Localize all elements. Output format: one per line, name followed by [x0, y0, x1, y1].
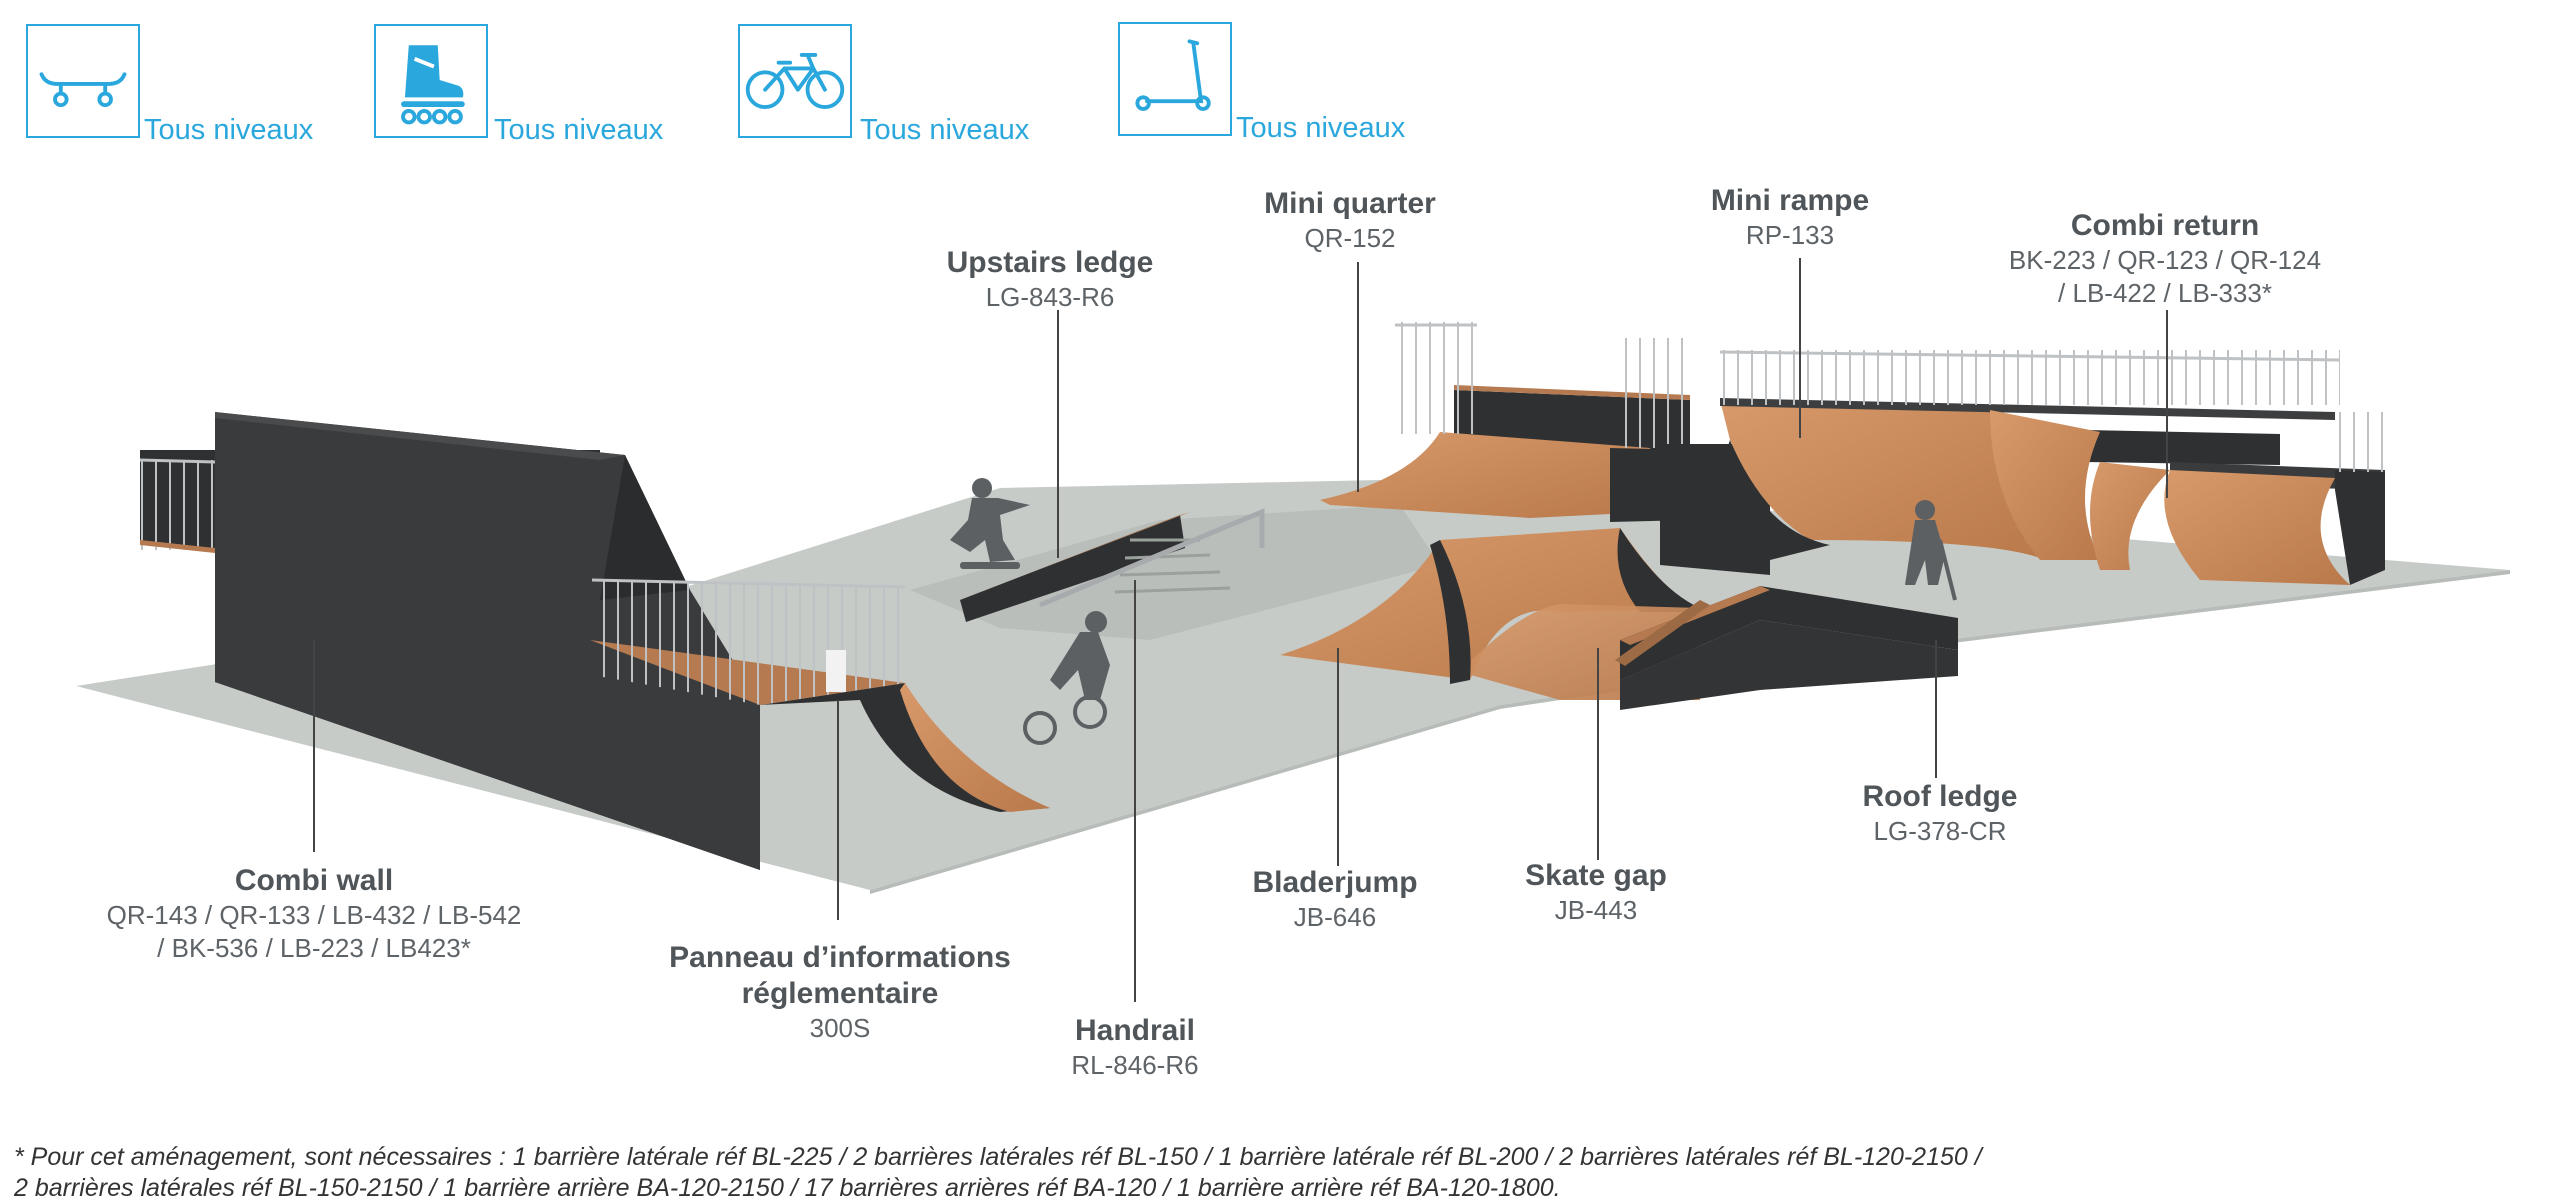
rider-silhouettes [950, 478, 1957, 745]
callout-ref: 300S [809, 1013, 871, 1043]
combi-wall-module [139, 412, 1050, 870]
callout-ref: JB-443 [1554, 895, 1638, 925]
callout-name: Combi wall [234, 864, 394, 897]
level-label: Tous niveaux [860, 114, 1030, 146]
footnote: * Pour cet aménagement, sont nécessaires… [14, 1142, 2394, 1204]
callout-roof-ledge: Roof ledge LG-378-CR [1790, 779, 2090, 848]
level-label: Tous niveaux [1236, 112, 1406, 144]
roof-ledge-module [1615, 586, 1958, 710]
callout-name: Upstairs ledge [946, 246, 1154, 279]
callout-combi-wall: Combi wall QR-143 / QR-133 / LB-432 / LB… [54, 863, 574, 965]
callout-ref: LG-843-R6 [985, 282, 1115, 312]
callout-name: Mini quarter [1264, 187, 1436, 220]
bmx-bike-icon [738, 24, 852, 138]
callout-skate-gap: Skate gap JB-443 [1446, 858, 1746, 927]
callout-name: Combi return [2070, 209, 2260, 242]
mini-rampe-module [1620, 338, 2395, 585]
callout-upstairs-ledge: Upstairs ledge LG-843-R6 [900, 245, 1200, 314]
skateboard-icon [26, 24, 140, 138]
callout-ref: RP-133 [1745, 220, 1835, 250]
footnote-line: * Pour cet aménagement, sont nécessaires… [14, 1143, 1982, 1171]
callout-mini-rampe: Mini rampe RP-133 [1640, 183, 1940, 252]
callout-ref: / BK-536 / LB-223 / LB423* [157, 933, 471, 963]
callout-combi-return: Combi return BK-223 / QR-123 / QR-124 / … [1945, 208, 2385, 310]
callout-bladerjump: Bladerjump JB-646 [1185, 865, 1485, 934]
callout-ref: BK-223 / QR-123 / QR-124 [2008, 245, 2322, 275]
callout-name: Bladerjump [1252, 866, 1418, 899]
callout-name: Mini rampe [1710, 184, 1870, 217]
callout-handrail: Handrail RL-846-R6 [985, 1013, 1285, 1082]
level-label: Tous niveaux [144, 114, 314, 146]
callout-leader-lines [313, 258, 2168, 1002]
callout-name: Roof ledge [1862, 780, 2018, 813]
roller-skate-icon [374, 24, 488, 138]
callout-name: Handrail [1074, 1014, 1196, 1047]
callout-name: Panneau d’informations [669, 941, 1011, 974]
scooter-icon [1118, 22, 1232, 136]
callout-panneau: Panneau d’informations réglementaire 300… [610, 940, 1070, 1045]
callout-ref: / LB-422 / LB-333* [2058, 278, 2272, 308]
stairs-and-ledge [910, 505, 1440, 640]
footnote-line: 2 barrières latérales réf BL-150-2150 / … [14, 1174, 1561, 1202]
callout-ref: QR-152 [1304, 223, 1396, 253]
callout-ref: JB-646 [1293, 902, 1377, 932]
callout-name: réglementaire [741, 977, 939, 1010]
callout-ref: QR-143 / QR-133 / LB-432 / LB-542 [106, 900, 522, 930]
callout-ref: LG-378-CR [1873, 816, 2007, 846]
callout-ref: RL-846-R6 [1071, 1050, 1199, 1080]
callout-name: Skate gap [1525, 859, 1667, 892]
callout-mini-quarter: Mini quarter QR-152 [1200, 186, 1500, 255]
level-label: Tous niveaux [494, 114, 664, 146]
